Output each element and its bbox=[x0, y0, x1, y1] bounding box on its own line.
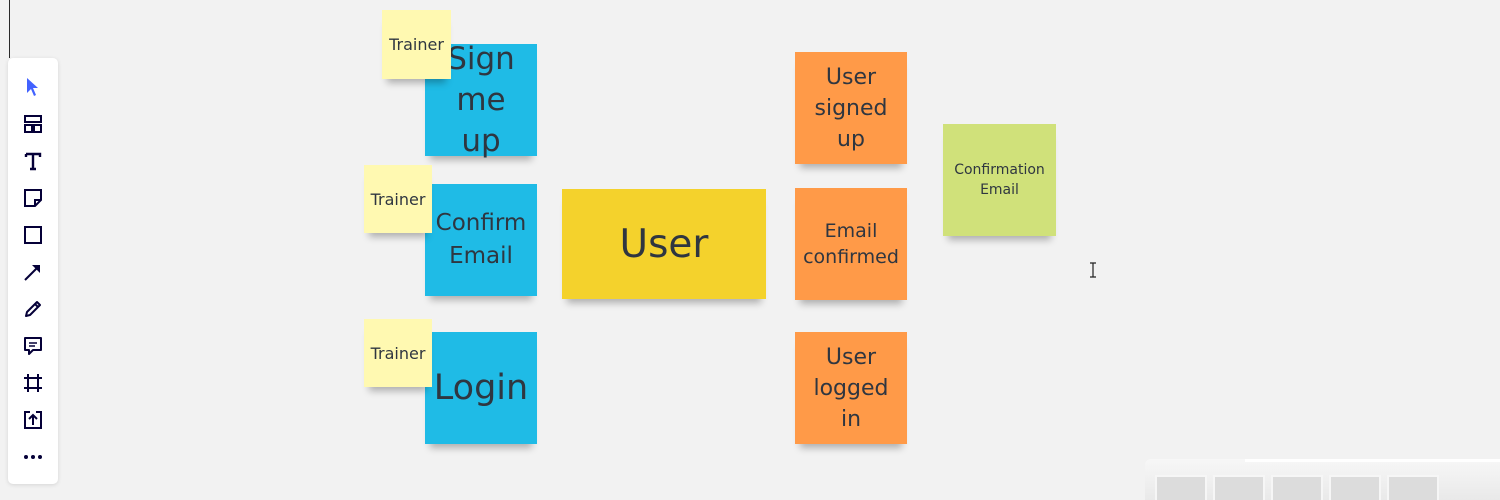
sticky-note-text: Email confirmed bbox=[803, 220, 899, 268]
more-dots-icon bbox=[24, 455, 42, 459]
sticky-note-text: User signed up bbox=[814, 64, 888, 152]
sticky-note-text: User bbox=[619, 221, 709, 267]
sticky-note-trainer-3[interactable]: Trainer bbox=[364, 319, 432, 387]
sticky-note-confirmation-email[interactable]: Confirmation Email bbox=[943, 124, 1056, 236]
sticky-note-email-confirmed[interactable]: Email confirmed bbox=[795, 188, 907, 300]
frame-tool-button[interactable] bbox=[21, 371, 45, 395]
pen-tool-button[interactable] bbox=[21, 297, 45, 321]
sticky-note-text: Sign me up bbox=[447, 40, 515, 159]
select-tool-button[interactable] bbox=[21, 75, 45, 99]
sticky-note-user-logged-in[interactable]: User logged in bbox=[795, 332, 907, 444]
frame-icon bbox=[24, 374, 42, 392]
templates-icon bbox=[24, 115, 42, 133]
sticky-note-text: User logged in bbox=[813, 344, 889, 432]
window-pane bbox=[1387, 475, 1439, 500]
text-cursor-icon bbox=[1090, 262, 1096, 278]
upload-icon bbox=[24, 411, 42, 429]
more-tools-button[interactable] bbox=[21, 445, 45, 469]
comment-tool-button[interactable] bbox=[21, 334, 45, 358]
connection-line-tool-button[interactable] bbox=[21, 260, 45, 284]
window-pane bbox=[1271, 475, 1323, 500]
sticky-note-trainer-1[interactable]: Trainer bbox=[382, 10, 451, 79]
sticky-note-login[interactable]: Login bbox=[425, 332, 537, 444]
arrow-line-icon bbox=[24, 265, 40, 281]
sticky-note-text: Trainer bbox=[370, 343, 426, 363]
window-pane bbox=[1329, 475, 1381, 500]
sticky-note-text: Confirmation Email bbox=[954, 162, 1045, 198]
video-thumbnail[interactable] bbox=[1145, 459, 1500, 500]
board-edge-line bbox=[9, 0, 10, 58]
square-shape-icon bbox=[24, 226, 42, 244]
window-pane bbox=[1155, 475, 1207, 500]
text-icon bbox=[24, 152, 42, 171]
cursor-arrow-icon bbox=[27, 78, 38, 96]
sticky-note-trainer-2[interactable]: Trainer bbox=[364, 165, 432, 233]
text-tool-button[interactable] bbox=[21, 149, 45, 173]
comment-icon bbox=[24, 337, 42, 355]
upload-tool-button[interactable] bbox=[21, 408, 45, 432]
sticky-note-icon bbox=[24, 189, 42, 207]
pen-icon bbox=[25, 301, 41, 317]
templates-tool-button[interactable] bbox=[21, 112, 45, 136]
window-pane bbox=[1213, 475, 1265, 500]
sticky-note-user[interactable]: User bbox=[562, 189, 766, 299]
sticky-note-confirm-email[interactable]: Confirm Email bbox=[425, 184, 537, 296]
sticky-note-text: Confirm Email bbox=[435, 210, 527, 269]
sticky-note-sign-me-up[interactable]: Sign me up bbox=[425, 41, 537, 159]
sticky-note-tool-button[interactable] bbox=[21, 186, 45, 210]
sticky-note-text: Login bbox=[433, 368, 529, 408]
sticky-note-user-signed-up[interactable]: User signed up bbox=[795, 52, 907, 164]
shape-tool-button[interactable] bbox=[21, 223, 45, 247]
video-thumbnail-top-strip bbox=[1245, 459, 1500, 462]
sticky-note-text: Trainer bbox=[370, 189, 426, 209]
creation-toolbar bbox=[8, 58, 58, 484]
sticky-note-text: Trainer bbox=[389, 35, 444, 54]
